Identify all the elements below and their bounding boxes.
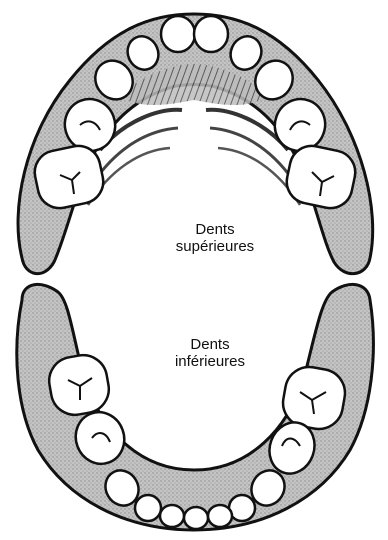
upper-teeth-label-line2: supérieures (140, 238, 290, 255)
lower-teeth-label-line1: Dents (130, 336, 290, 353)
tooth-icon (194, 16, 228, 52)
upper-teeth-label: Dents supérieures (140, 221, 290, 255)
lower-teeth-label-line2: inférieures (130, 353, 290, 370)
tooth-icon (160, 505, 184, 527)
upper-teeth-label-line1: Dents (140, 221, 290, 238)
tooth-icon (135, 495, 161, 521)
lower-teeth-label: Dents inférieures (130, 336, 290, 370)
tooth-icon (184, 507, 208, 529)
lower-dental-arch-icon (17, 284, 374, 530)
tooth-icon (208, 505, 232, 527)
tooth-icon (161, 16, 195, 52)
